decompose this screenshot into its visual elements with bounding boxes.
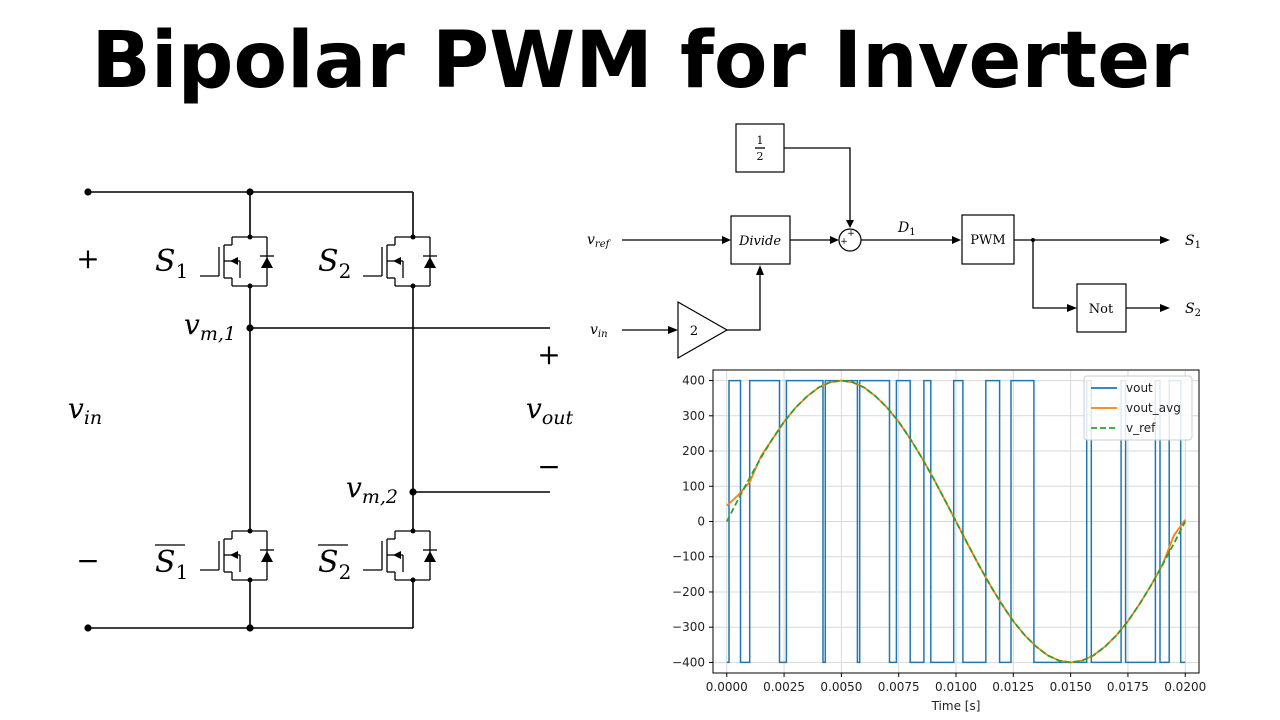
vm2-label: vm,2 [346,471,398,508]
mosfet-s1-bar [200,528,274,583]
input-terminal-bottom [84,624,92,632]
pwm-block [961,214,1015,265]
h-bridge-circuit: + − vin S1 S2 S1 S2 vm,1 vm,2 + vout − [68,188,574,632]
x-tick-label: 0.0025 [763,680,805,694]
x-tick-label: 0.0200 [1164,680,1206,694]
x-tick-label: 0.0150 [1050,680,1092,694]
pwm-label: PWM [970,233,1005,248]
s1-bar-label: S1 [155,545,188,584]
chart-legend [1083,375,1193,441]
plot-frame [712,369,1200,674]
s1-output-label: S1 [1185,233,1201,251]
s2-bar-label: S2 [318,545,351,584]
input-plus-label: + [76,242,99,275]
y-tick-label: 0 [697,515,705,529]
mosfet-s2 [363,234,437,289]
x-tick-label: 0.0175 [1107,680,1149,694]
x-tick-label: 0.0100 [935,680,977,694]
not-label: Not [1089,302,1114,317]
vin-input-label: vin [590,322,608,340]
y-tick-label: −300 [672,620,705,634]
vout-label: vout [526,392,574,429]
output-plus-label: + [537,338,560,371]
y-tick-label: 400 [682,374,705,388]
legend-label-vout: vout [1126,381,1153,395]
mosfet-s2-bar [363,528,437,583]
x-tick-label: 0.0125 [992,680,1034,694]
y-tick-label: −200 [672,585,705,599]
divide-block [730,215,791,265]
y-tick-label: −100 [672,550,705,564]
gain-block [677,300,729,360]
page-title: Bipolar PWM for Inverter [91,16,1189,106]
s2-output-label: S2 [1185,301,1201,319]
x-tick-label: 0.0050 [820,680,862,694]
sum-plus-left: + [840,237,848,247]
x-tick-label: 0.0075 [878,680,920,694]
gain-label: 2 [690,324,698,339]
input-terminal-top [84,188,92,196]
vm1-label: vm,1 [184,308,236,345]
s1-label: S1 [155,244,188,283]
legend-label-vout-avg: vout_avg [1126,401,1181,415]
x-axis-label: Time [s] [931,699,981,713]
series-v-ref [725,379,1187,664]
output-minus-label: − [537,450,560,483]
input-minus-label: − [76,544,99,577]
y-tick-label: 300 [682,409,705,423]
pwm-output-chart: 0.0000 0.0025 0.0050 0.0075 0.0100 0.0125 0.01… [672,369,1206,713]
y-tick-label: −400 [672,655,705,669]
d1-label: D1 [897,220,916,238]
divide-label: Divide [738,234,781,249]
pwm-block-diagram: 1 2 vref Divide + + D1 PWM S1 No [587,123,1201,360]
half-numerator: 1 [757,134,764,147]
sum-plus-top: + [847,229,855,239]
vin-label: vin [68,392,102,429]
mosfet-s1 [200,234,274,289]
y-tick-label: 200 [682,444,705,458]
not-block [1076,283,1127,333]
legend-label-v-ref: v_ref [1126,421,1156,435]
half-denominator: 2 [757,150,764,163]
s2-label: S2 [318,244,351,283]
x-tick-label: 0.0000 [706,680,748,694]
vref-input-label: vref [587,232,612,250]
y-tick-label: 100 [682,479,705,493]
